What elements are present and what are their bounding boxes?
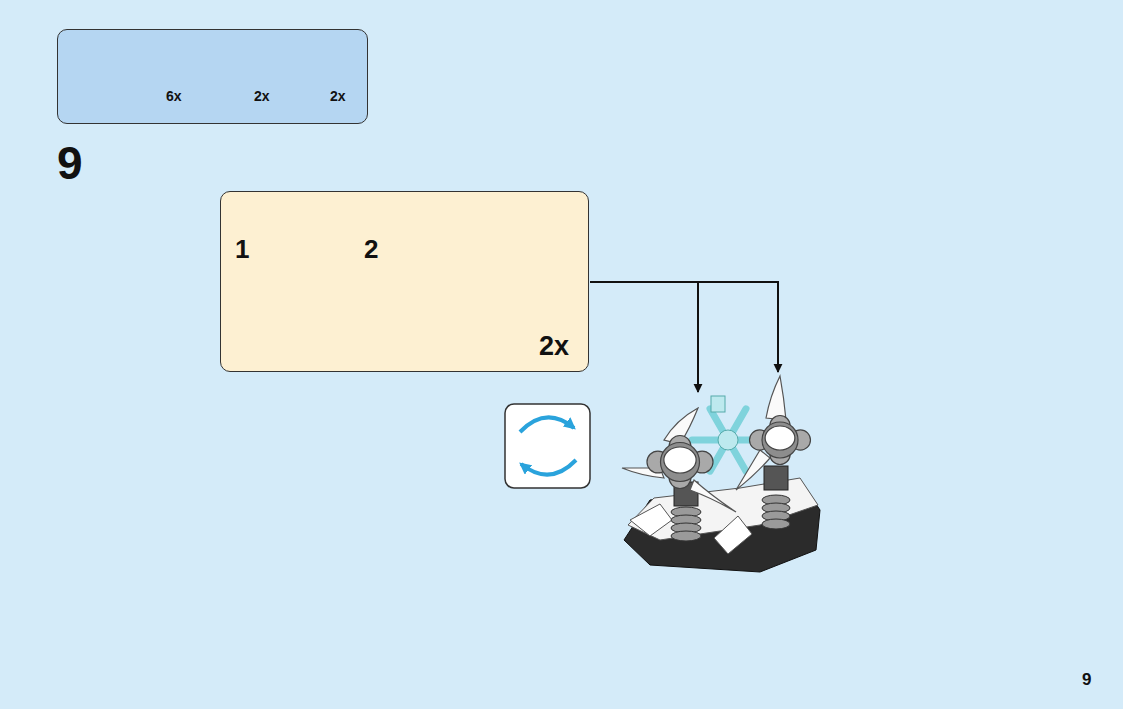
page-number: 9: [1082, 671, 1091, 688]
horn-part: [690, 480, 736, 512]
part-count: 2x: [254, 89, 270, 103]
horn-part: [736, 450, 770, 490]
part-count: 6x: [166, 89, 182, 103]
part-count: 2x: [330, 89, 346, 103]
callout-box: 1 2 2x: [220, 191, 589, 372]
assembled-model: [622, 376, 820, 572]
parts-illustration: [108, 51, 820, 572]
build-count: 2x: [539, 333, 569, 360]
rotate-icon: [505, 404, 590, 488]
horn-part: [766, 376, 786, 420]
sub-step-number: 1: [235, 236, 249, 262]
hub-part: [647, 435, 713, 488]
hub-part: [750, 416, 811, 465]
parts-list-box: 6x 2x 2x: [57, 29, 368, 124]
sub-step-number: 2: [364, 236, 378, 262]
step-number: 9: [57, 140, 83, 186]
callout-lines: [590, 282, 778, 392]
